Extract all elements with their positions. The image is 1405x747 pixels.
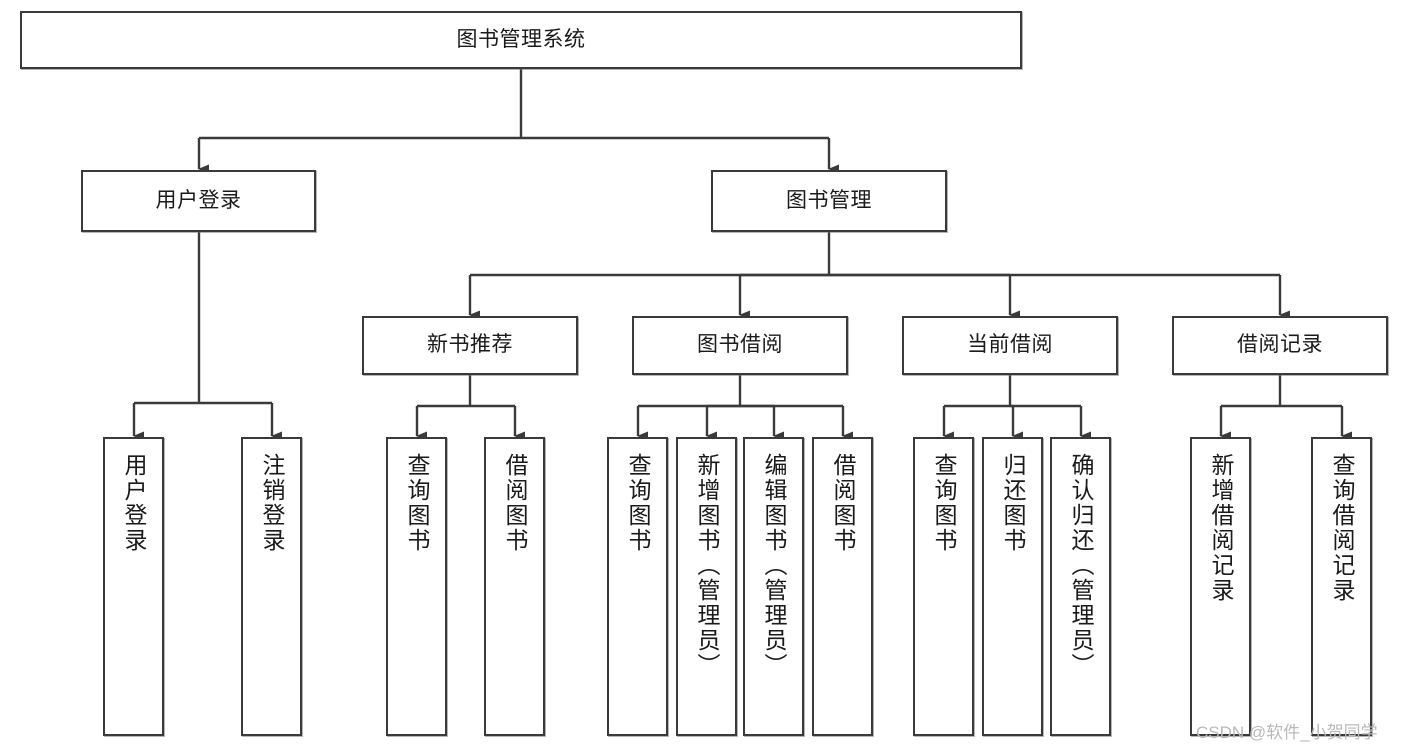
node-leaf-rec-1[interactable]: 新增借阅记录 [1190, 437, 1251, 736]
node-label: 用户登录 [121, 453, 147, 553]
edges [132, 69, 1352, 441]
node-records[interactable]: 借阅记录 [1172, 316, 1388, 375]
node-leaf-bor-4[interactable]: 借阅图书 [812, 437, 873, 736]
node-label: 查询图书 [404, 453, 430, 553]
node-label: 查询图书 [931, 453, 957, 553]
node-label: 查询图书 [625, 453, 651, 553]
node-login[interactable]: 用户登录 [81, 170, 316, 232]
node-leaf-login-2[interactable]: 注销登录 [241, 437, 302, 736]
node-leaf-bor-3[interactable]: 编辑图书（管理员） [743, 437, 804, 736]
node-leaf-login-1[interactable]: 用户登录 [103, 437, 164, 736]
node-label: 用户登录 [155, 188, 242, 212]
node-leaf-bor-1[interactable]: 查询图书 [607, 437, 668, 736]
node-label: 新增借阅记录 [1208, 453, 1234, 603]
node-borrow[interactable]: 图书借阅 [632, 316, 848, 375]
node-label: 确认归还（管理员） [1068, 453, 1094, 678]
node-label: 借阅图书 [830, 453, 856, 553]
node-leaf-cur-1[interactable]: 查询图书 [913, 437, 974, 736]
node-bookmgmt[interactable]: 图书管理 [711, 170, 947, 232]
node-label: 新书推荐 [427, 333, 513, 357]
node-label: 归还图书 [1000, 453, 1026, 553]
node-leaf-cur-3[interactable]: 确认归还（管理员） [1050, 437, 1111, 736]
node-label: 借阅记录 [1237, 333, 1323, 357]
node-leaf-new-1[interactable]: 查询图书 [386, 437, 447, 736]
node-label: 图书管理系统 [456, 27, 586, 51]
node-leaf-cur-2[interactable]: 归还图书 [982, 437, 1043, 736]
watermark-text: CSDN @软件_小贺同学 [1196, 723, 1378, 742]
node-leaf-bor-2[interactable]: 新增图书（管理员） [676, 437, 737, 736]
node-root[interactable]: 图书管理系统 [20, 11, 1022, 69]
node-label: 编辑图书（管理员） [761, 453, 787, 678]
node-label: 图书管理 [786, 188, 872, 212]
node-current[interactable]: 当前借阅 [902, 316, 1118, 375]
node-label: 新增图书（管理员） [694, 453, 720, 678]
node-label: 借阅图书 [502, 453, 528, 553]
node-label: 注销登录 [259, 453, 285, 553]
node-label: 当前借阅 [967, 333, 1053, 357]
node-leaf-new-2[interactable]: 借阅图书 [484, 437, 545, 736]
node-label: 图书借阅 [697, 333, 783, 357]
node-newbooks[interactable]: 新书推荐 [362, 316, 578, 375]
node-label: 查询借阅记录 [1329, 453, 1355, 603]
node-leaf-rec-2[interactable]: 查询借阅记录 [1311, 437, 1372, 736]
